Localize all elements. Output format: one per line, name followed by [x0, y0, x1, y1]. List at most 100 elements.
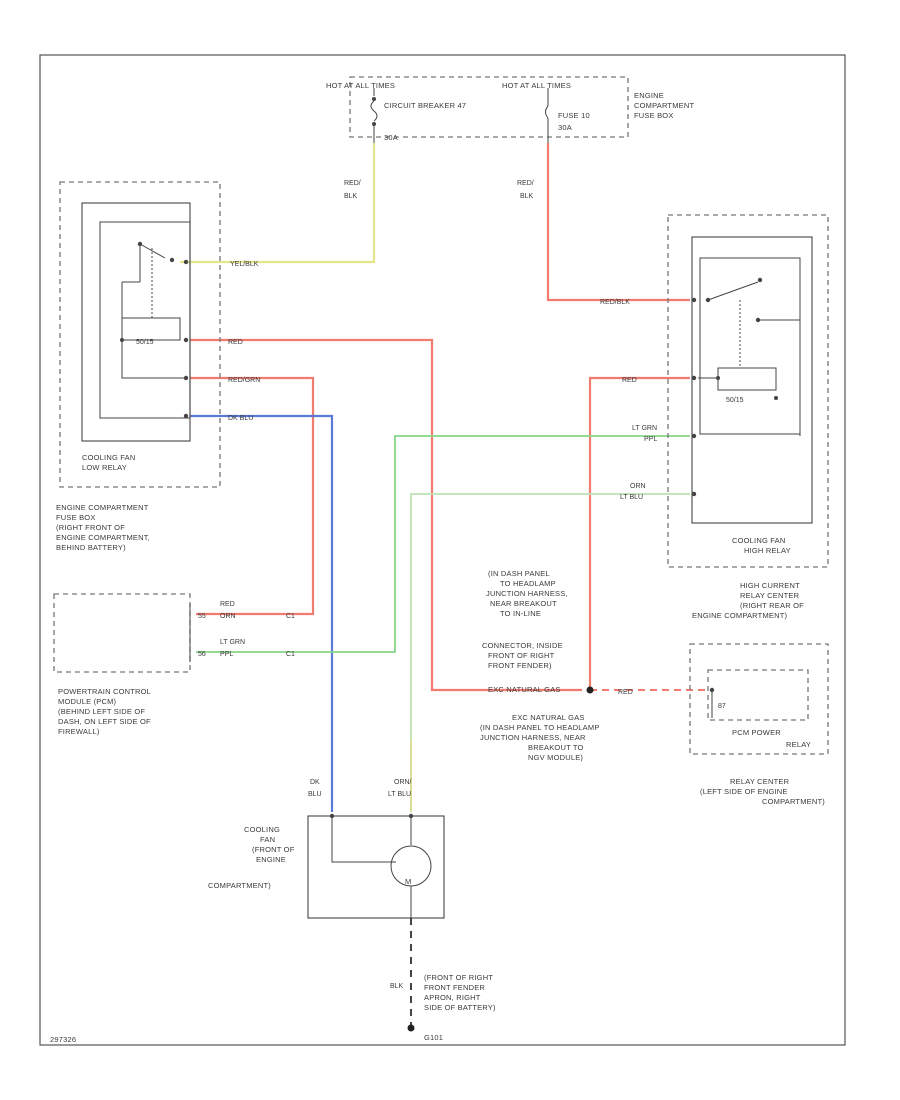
splice-note-2: TO HEADLAMP [500, 579, 556, 588]
wire-dk-blu [190, 414, 334, 812]
high-relay-outline [667, 214, 829, 568]
wire-label-red-grn: RED/GRN [228, 377, 260, 384]
fan-label-3: (FRONT OF [252, 845, 295, 854]
wire-label-yel-blk: YEL/BLK [230, 261, 259, 268]
wire-yel-blk [180, 143, 376, 264]
pcm-wire-orn: ORN [220, 613, 236, 620]
pcm-module: 55 56 RED ORN LT GRN PPL C1 C1 POWERTRAI… [53, 593, 295, 736]
page-frame [39, 54, 846, 1046]
pcm-wire-ppl: PPL [220, 651, 233, 658]
pcm-wire-lt-grn: LT GRN [220, 639, 245, 646]
ground-id: G101 [424, 1033, 443, 1042]
splice-note2-5: NGV MODULE) [528, 753, 583, 762]
low-relay-loc-3: (RIGHT FRONT OF [56, 523, 125, 532]
ground-label-2: FRONT FENDER [424, 983, 485, 992]
high-relay-loc-4: ENGINE COMPARTMENT) [692, 611, 787, 620]
ground-label-4: SIDE OF BATTERY) [424, 1003, 496, 1012]
splice-note-6: CONNECTOR, INSIDE [482, 641, 563, 650]
fan-label-4: ENGINE [256, 855, 286, 864]
high-relay-loc-3: (RIGHT REAR OF [740, 601, 804, 610]
relay-center-label-1: RELAY CENTER [730, 777, 790, 786]
splice-note-7: FRONT OF RIGHT [488, 651, 555, 660]
pcm-label-3: (BEHIND LEFT SIDE OF [58, 707, 145, 716]
pcm-pin-56: 56 [198, 651, 206, 658]
splice-label: EXC NATURAL GAS [488, 685, 561, 694]
high-relay-switch [707, 281, 759, 301]
low-relay: 50/15 COOLING FAN LOW RELAY ENGINE COMPA… [56, 181, 221, 552]
low-relay-coil-label: 50/15 [136, 339, 154, 346]
splice-note-5: TO IN-LINE [500, 609, 541, 618]
wire-red-blk [546, 143, 690, 302]
pcm-power-relay-pin: 87 [718, 703, 726, 710]
pcm-label-1: POWERTRAIN CONTROL [58, 687, 151, 696]
cooling-fan-box [307, 815, 445, 919]
fan-wire-dk: DK [310, 779, 320, 786]
splice-note-8: FRONT FENDER) [488, 661, 552, 670]
fan-label-1: COOLING [244, 825, 280, 834]
high-relay-body [691, 236, 813, 524]
breaker-terminal [372, 97, 376, 101]
wire-label-orn: ORN [630, 483, 646, 490]
pcm-outline [53, 593, 191, 673]
splice-notes: (IN DASH PANEL TO HEADLAMP JUNCTION HARN… [480, 569, 600, 762]
pcm-label-2: MODULE (PCM) [58, 697, 117, 706]
fuse-box-label-2: COMPARTMENT [634, 101, 694, 110]
fuse-box-outline [349, 76, 629, 138]
pcm-power-relay-outline [689, 643, 829, 755]
low-relay-coil [121, 317, 181, 341]
low-relay-body [81, 202, 191, 442]
relay-center-label-3: COMPARTMENT) [762, 797, 825, 806]
fan-wire-lt-blu: LT BLU [388, 791, 411, 798]
pcm-power-relay: 87 PCM POWER RELAY RELAY CENTER (LEFT SI… [689, 643, 829, 806]
splice-note2-4: BREAKOUT TO [528, 743, 584, 752]
low-relay-switch [139, 243, 166, 259]
low-relay-loc-4: ENGINE COMPARTMENT, [56, 533, 150, 542]
low-relay-loc-5: BEHIND BATTERY) [56, 543, 126, 552]
fuse-symbol [545, 105, 549, 119]
wire-red-low-relay [190, 338, 582, 692]
wire-red-high-relay [588, 376, 690, 690]
fuse-box-label-3: FUSE BOX [634, 111, 674, 120]
pcm-connector-1: C1 [286, 613, 295, 620]
wire-label-red-top-2: RED/ [517, 180, 534, 187]
ground: BLK (FRONT OF RIGHT FRONT FENDER APRON, … [390, 918, 496, 1042]
hot-label-right: HOT AT ALL TIMES [502, 81, 571, 90]
fuse-amp: 30A [558, 123, 572, 132]
pcm-label-4: DASH, ON LEFT SIDE OF [58, 717, 151, 726]
pcm-pin-55: 55 [198, 613, 206, 620]
wire-label-lt-blu: LT BLU [620, 494, 643, 501]
wire-label-red-blk: RED/BLK [600, 299, 630, 306]
fuse-box: HOT AT ALL TIMES HOT AT ALL TIMES CIRCUI… [326, 76, 694, 143]
splice-dot [586, 686, 594, 694]
splice-note2-2: (IN DASH PANEL TO HEADLAMP [480, 723, 600, 732]
high-relay-name-1: COOLING FAN [732, 536, 785, 545]
high-relay-loc-2: RELAY CENTER [740, 591, 800, 600]
fan-label-5: COMPARTMENT) [208, 881, 271, 890]
fuse-name: FUSE 10 [558, 111, 590, 120]
ground-label-1: (FRONT OF RIGHT [424, 973, 493, 982]
ground-wire-label: BLK [390, 983, 404, 990]
fuse-box-label-1: ENGINE [634, 91, 664, 100]
page-code: 297326 [50, 1035, 76, 1044]
high-relay-loc-1: HIGH CURRENT [740, 581, 800, 590]
wire-label-dk-blu: DK BLU [228, 415, 253, 422]
wire-red-grn [190, 376, 315, 616]
fan-wire-blu: BLU [308, 791, 322, 798]
pcm-label-5: FIREWALL) [58, 727, 100, 736]
low-relay-name-2: LOW RELAY [82, 463, 127, 472]
fan-motor-label: M [405, 877, 411, 886]
pcm-power-relay-label-2: RELAY [786, 740, 811, 749]
wire-label-red-1: RED [228, 339, 243, 346]
pcm-power-relay-label-1: PCM POWER [732, 728, 781, 737]
splice-note-4: NEAR BREAKOUT [490, 599, 557, 608]
hot-label-left: HOT AT ALL TIMES [326, 81, 395, 90]
low-relay-loc-2: FUSE BOX [56, 513, 96, 522]
splice-note-3: JUNCTION HARNESS, [486, 589, 568, 598]
wire-label-red-top: RED/ [344, 180, 361, 187]
high-relay-name-2: HIGH RELAY [744, 546, 791, 555]
wire-label-red-3: RED [618, 689, 633, 696]
splice-note2-3: JUNCTION HARNESS, NEAR [480, 733, 586, 742]
wire-label-ppl: PPL [644, 436, 657, 443]
wire-orn-lt-blu [410, 493, 690, 812]
